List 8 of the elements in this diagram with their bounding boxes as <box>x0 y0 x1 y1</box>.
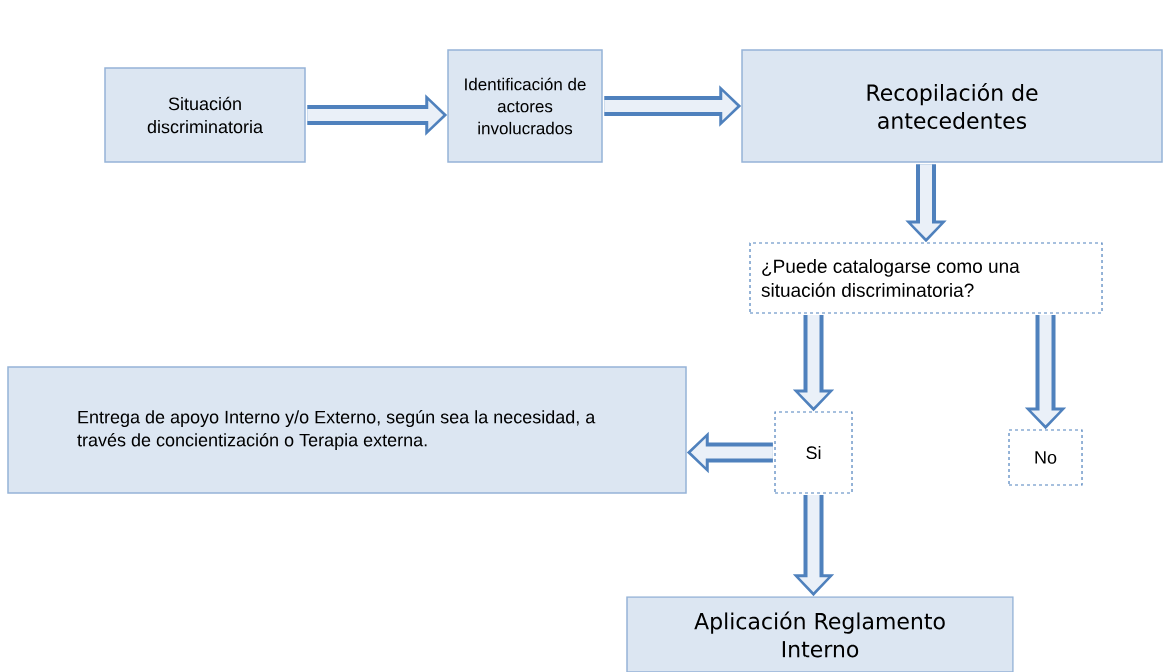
process-box: Entrega de apoyo Interno y/o Externo, según sea la necesidad, a través de concientización o Terapia externa. <box>7 366 687 494</box>
process-box: Aplicación Reglamento Interno <box>626 596 1014 672</box>
answer-box: Si <box>774 411 853 494</box>
decision-box: ¿Puede catalogarse como una situación discriminatoria? <box>749 242 1103 314</box>
process-box: Recopilación de antecedentes <box>741 49 1163 163</box>
process-box: Identificación de actores involucrados <box>447 49 603 163</box>
process-box: Situación discriminatoria <box>104 67 306 163</box>
answer-box: No <box>1008 429 1083 486</box>
